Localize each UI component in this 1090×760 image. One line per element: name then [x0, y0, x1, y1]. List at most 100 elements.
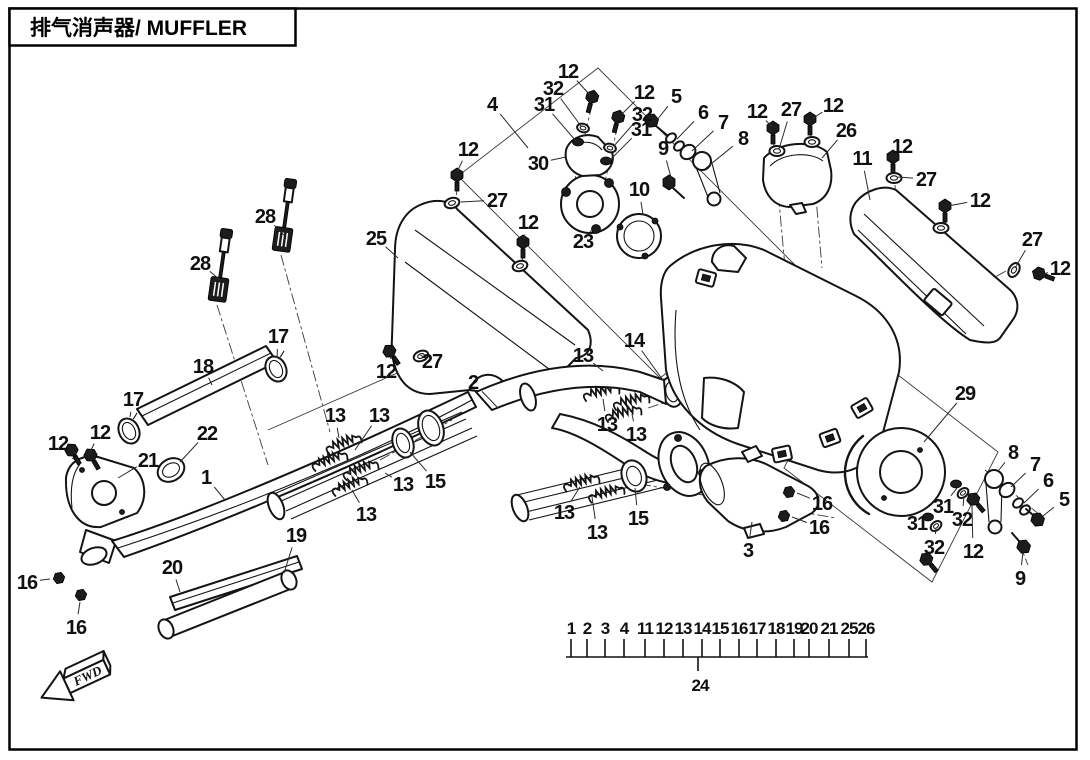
callout-22-34: 22	[197, 423, 218, 445]
leader-line-32-70	[934, 527, 937, 535]
callout-18-32: 18	[193, 356, 214, 378]
leader-line-12-22	[947, 201, 968, 207]
scale-number-3: 3	[601, 619, 610, 638]
gasket-rings-15-front	[391, 409, 445, 459]
y-pipe-2	[475, 364, 689, 486]
scale-number-26: 26	[858, 619, 875, 638]
scale-number-18: 18	[768, 619, 785, 638]
leader-line-21-35	[117, 466, 138, 479]
link-assembly-right	[984, 469, 1045, 554]
leader-line-13-53	[602, 398, 606, 412]
leader-line-16-59	[796, 492, 811, 499]
callout-28-25: 28	[255, 206, 276, 228]
callout-27-23: 27	[1022, 229, 1043, 251]
leader-line-13-46	[336, 427, 340, 439]
callout-26-18: 26	[836, 120, 857, 142]
callout-13-54: 13	[626, 424, 647, 446]
leader-line-19-42	[283, 547, 293, 574]
callout-27-44: 27	[422, 351, 443, 373]
clamp-17-right	[264, 350, 288, 383]
leader-line-7-12	[691, 130, 714, 152]
leader-line-31-67	[950, 487, 958, 497]
leader-line-9-14	[665, 160, 673, 182]
leader-line-8-13	[705, 145, 734, 169]
leader-line-13-56	[591, 496, 596, 520]
scale-number-2: 2	[583, 619, 592, 638]
leader-line-27-16	[778, 121, 788, 150]
callout-6-11: 6	[698, 102, 709, 124]
callout-12-30: 12	[518, 212, 539, 234]
callout-13-51: 13	[573, 345, 594, 367]
callout-1-36: 1	[201, 467, 212, 489]
scale-number-20: 20	[801, 619, 818, 638]
callout-19-42: 19	[286, 525, 307, 547]
clamp-17-left	[117, 412, 141, 445]
scale-number-11: 11	[637, 619, 654, 638]
leader-line-23-9	[589, 230, 592, 233]
callout-3-58: 3	[743, 540, 754, 562]
leader-line-29-61	[923, 402, 958, 443]
leader-line-15-57	[634, 487, 638, 506]
page-title: 排气消声器/ MUFFLER	[30, 16, 247, 40]
leader-line-27-29	[460, 200, 485, 203]
callout-16-60: 16	[809, 517, 830, 539]
callout-13-53: 13	[597, 414, 618, 436]
leader-line-25-27	[385, 246, 399, 259]
leader-line-22-34	[179, 442, 199, 463]
callout-4-3: 4	[487, 94, 499, 116]
muffler-end-cover-29	[843, 427, 946, 517]
callout-25-27: 25	[366, 228, 387, 250]
scale-number-25: 25	[841, 619, 858, 638]
callout-31-69: 31	[907, 513, 928, 535]
leader-line-12-71	[971, 504, 974, 539]
leader-line-16-40	[77, 601, 81, 615]
leader-line-6-11	[676, 121, 695, 140]
grommets-31	[572, 137, 962, 522]
callout-15-57: 15	[628, 508, 649, 530]
callout-12-4: 12	[634, 82, 655, 104]
page-border	[8, 7, 1078, 751]
callout-12-15: 12	[747, 101, 768, 123]
gasket-ring-22	[156, 457, 186, 483]
gasket-ring-10	[616, 213, 662, 260]
leader-line-6-64	[1023, 488, 1039, 504]
fwd-arrow: FWD	[40, 650, 112, 702]
callout-11-19: 11	[852, 148, 872, 170]
leader-line-27-21	[897, 176, 914, 179]
leader-line-3-58	[749, 521, 753, 538]
callout-13-55: 13	[554, 502, 575, 524]
scale-number-4: 4	[620, 619, 630, 638]
callout-12-0: 12	[558, 61, 579, 83]
scale-number-12: 12	[656, 619, 673, 638]
callout-13-50: 13	[356, 504, 377, 526]
callout-14-52: 14	[624, 330, 646, 352]
scale-callout-24: 24	[692, 676, 710, 695]
callout-12-24: 12	[1050, 258, 1071, 280]
callout-20-41: 20	[162, 557, 183, 579]
callout-9-14: 9	[658, 138, 669, 160]
nuts-16	[52, 485, 796, 602]
leader-line-12-0	[576, 80, 591, 96]
scale-number-14: 14	[694, 619, 712, 638]
callout-12-28: 12	[458, 139, 479, 161]
callout-23-9: 23	[573, 231, 594, 253]
callout-21-35: 21	[138, 450, 159, 472]
scale-number-13: 13	[675, 619, 692, 638]
leader-line-12-24	[1043, 272, 1048, 275]
callout-31-6: 31	[631, 119, 652, 141]
leader-line-7-63	[1010, 472, 1026, 488]
callout-12-38: 12	[90, 422, 111, 444]
callout-13-46: 13	[325, 405, 346, 427]
callout-5-65: 5	[1059, 489, 1070, 511]
leader-line-5-65	[1042, 506, 1055, 517]
scale-number-21: 21	[821, 619, 838, 638]
leader-line-14-52	[641, 350, 666, 384]
callout-31-2: 31	[534, 94, 555, 116]
oxygen-sensor-28-a	[271, 178, 298, 253]
leader-line-15-49	[409, 451, 427, 472]
wrap-20	[169, 555, 303, 611]
leader-line-13-47	[354, 425, 373, 451]
callout-12-22: 12	[970, 190, 991, 212]
